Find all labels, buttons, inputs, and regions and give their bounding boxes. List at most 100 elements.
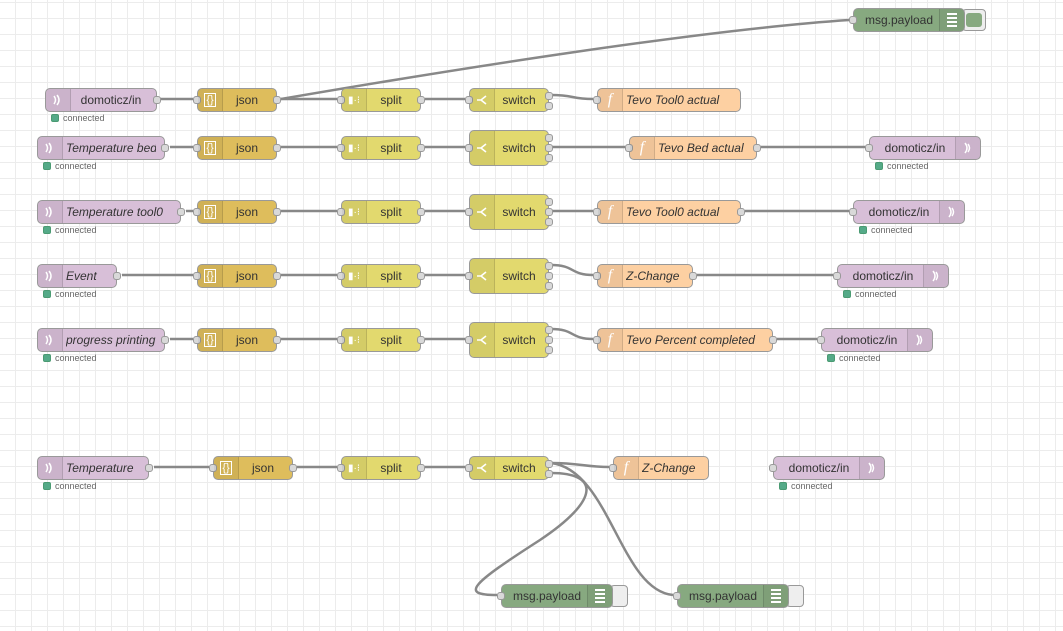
input-port[interactable]: [673, 592, 681, 600]
output-port[interactable]: [161, 336, 169, 344]
function-node[interactable]: f Tevo Bed actual: [625, 136, 761, 160]
debug-node[interactable]: msg.payload: [673, 584, 789, 608]
mqtt-in-node[interactable]: Temperature: [37, 456, 153, 480]
input-port[interactable]: [817, 336, 825, 344]
output-port[interactable]: [545, 92, 553, 100]
json-node[interactable]: {} json: [193, 264, 281, 288]
json-node[interactable]: {} json: [193, 136, 281, 160]
output-port[interactable]: [769, 336, 777, 344]
input-port[interactable]: [593, 336, 601, 344]
output-port[interactable]: [145, 464, 153, 472]
split-node[interactable]: ▮·⁝ split: [337, 88, 425, 112]
input-port[interactable]: [849, 208, 857, 216]
input-port[interactable]: [337, 144, 345, 152]
function-node[interactable]: f Tevo Tool0 actual: [593, 88, 741, 112]
output-port[interactable]: [161, 144, 169, 152]
input-port[interactable]: [593, 208, 601, 216]
output-port[interactable]: [545, 460, 553, 468]
output-port[interactable]: [545, 470, 553, 478]
input-port[interactable]: [193, 272, 201, 280]
output-port[interactable]: [289, 464, 297, 472]
input-port[interactable]: [593, 96, 601, 104]
output-port[interactable]: [753, 144, 761, 152]
mqtt-out-node[interactable]: domoticz/in: [849, 200, 965, 224]
output-port[interactable]: [417, 96, 425, 104]
input-port[interactable]: [193, 144, 201, 152]
input-port[interactable]: [337, 272, 345, 280]
input-port[interactable]: [193, 208, 201, 216]
split-node[interactable]: ▮·⁝ split: [337, 136, 425, 160]
output-port[interactable]: [545, 134, 553, 142]
mqtt-out-node[interactable]: domoticz/in: [833, 264, 949, 288]
output-port[interactable]: [417, 336, 425, 344]
debug-node-top[interactable]: msg.payload: [849, 8, 965, 32]
mqtt-out-node[interactable]: domoticz/in: [817, 328, 933, 352]
switch-node[interactable]: switch: [465, 88, 553, 112]
output-port[interactable]: [273, 144, 281, 152]
input-port[interactable]: [625, 144, 633, 152]
function-node[interactable]: f Tevo Percent completed: [593, 328, 777, 352]
function-node[interactable]: f Tevo Tool0 actual: [593, 200, 745, 224]
debug-node[interactable]: msg.payload: [497, 584, 613, 608]
json-node[interactable]: {} json: [193, 200, 281, 224]
switch-node[interactable]: switch: [465, 322, 553, 358]
input-port[interactable]: [497, 592, 505, 600]
output-port[interactable]: [545, 272, 553, 280]
input-port[interactable]: [337, 208, 345, 216]
input-port[interactable]: [465, 96, 473, 104]
output-port[interactable]: [177, 208, 185, 216]
input-port[interactable]: [337, 464, 345, 472]
switch-node[interactable]: switch: [465, 194, 553, 230]
output-port[interactable]: [273, 208, 281, 216]
mqtt-in-node[interactable]: domoticz/in: [45, 88, 161, 112]
input-port[interactable]: [593, 272, 601, 280]
input-port[interactable]: [193, 336, 201, 344]
mqtt-out-node[interactable]: domoticz/in: [769, 456, 885, 480]
input-port[interactable]: [833, 272, 841, 280]
output-port[interactable]: [545, 346, 553, 354]
function-node[interactable]: f Z-Change: [609, 456, 709, 480]
output-port[interactable]: [545, 336, 553, 344]
output-port[interactable]: [273, 336, 281, 344]
input-port[interactable]: [337, 336, 345, 344]
output-port[interactable]: [545, 218, 553, 226]
debug-toggle-button[interactable]: [962, 9, 986, 31]
output-port[interactable]: [273, 272, 281, 280]
input-port[interactable]: [465, 144, 473, 152]
switch-node[interactable]: switch: [465, 130, 553, 166]
output-port[interactable]: [545, 262, 553, 270]
output-port[interactable]: [545, 198, 553, 206]
output-port[interactable]: [689, 272, 697, 280]
json-node[interactable]: {} json: [193, 328, 281, 352]
split-node[interactable]: ▮·⁝ split: [337, 200, 425, 224]
output-port[interactable]: [545, 154, 553, 162]
mqtt-in-node[interactable]: Temperature bed: [37, 136, 169, 160]
input-port[interactable]: [609, 464, 617, 472]
input-port[interactable]: [193, 96, 201, 104]
input-port[interactable]: [465, 272, 473, 280]
mqtt-in-node[interactable]: progress printing: [37, 328, 169, 352]
input-port[interactable]: [849, 16, 857, 24]
output-port[interactable]: [737, 208, 745, 216]
function-node[interactable]: f Z-Change: [593, 264, 697, 288]
output-port[interactable]: [545, 326, 553, 334]
mqtt-in-node[interactable]: Event: [37, 264, 121, 288]
split-node[interactable]: ▮·⁝ split: [337, 264, 425, 288]
switch-node[interactable]: switch: [465, 258, 553, 294]
output-port[interactable]: [545, 102, 553, 110]
output-port[interactable]: [417, 208, 425, 216]
split-node[interactable]: ▮·⁝ split: [337, 328, 425, 352]
output-port[interactable]: [545, 144, 553, 152]
output-port[interactable]: [417, 144, 425, 152]
json-node[interactable]: {} json: [193, 88, 281, 112]
input-port[interactable]: [209, 464, 217, 472]
input-port[interactable]: [465, 464, 473, 472]
output-port[interactable]: [417, 272, 425, 280]
input-port[interactable]: [865, 144, 873, 152]
output-port[interactable]: [113, 272, 121, 280]
output-port[interactable]: [153, 96, 161, 104]
switch-node[interactable]: switch: [465, 456, 553, 480]
input-port[interactable]: [465, 208, 473, 216]
output-port[interactable]: [545, 282, 553, 290]
